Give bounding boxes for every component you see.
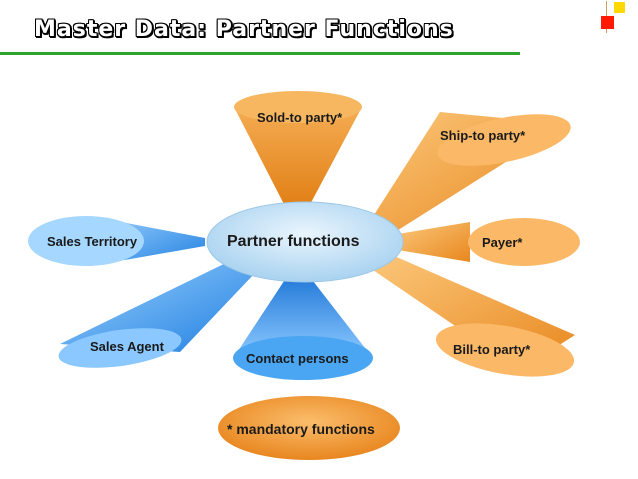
payer-label: Payer*	[482, 235, 523, 250]
bill-to-party-cone	[370, 255, 575, 377]
sales-territory-cone	[28, 216, 205, 266]
corner-yellow-square	[614, 2, 625, 13]
sales-agent-cone	[58, 258, 256, 368]
center-label: Partner functions	[227, 233, 360, 250]
bill-to-party-label: Bill-to party*	[453, 342, 531, 357]
mandatory-functions-note: * mandatory functions	[227, 421, 375, 437]
sales-agent-label: Sales Agent	[90, 339, 164, 354]
page-title: Master Data: Partner Functions	[34, 17, 454, 42]
sold-to-party-cone	[234, 91, 362, 212]
payer-cone	[398, 218, 580, 266]
contact-persons-cone	[233, 272, 373, 380]
title-underline	[0, 52, 520, 55]
ship-to-party-cone	[372, 112, 571, 232]
contact-persons-label: Contact persons	[246, 351, 349, 366]
sold-to-party-label: Sold-to party*	[257, 110, 343, 125]
corner-red-square	[601, 16, 614, 29]
sales-territory-label: Sales Territory	[47, 234, 138, 249]
mandatory-note-ellipse	[218, 396, 400, 460]
partner-functions-hub	[206, 201, 404, 283]
ship-to-party-label: Ship-to party*	[440, 128, 526, 143]
